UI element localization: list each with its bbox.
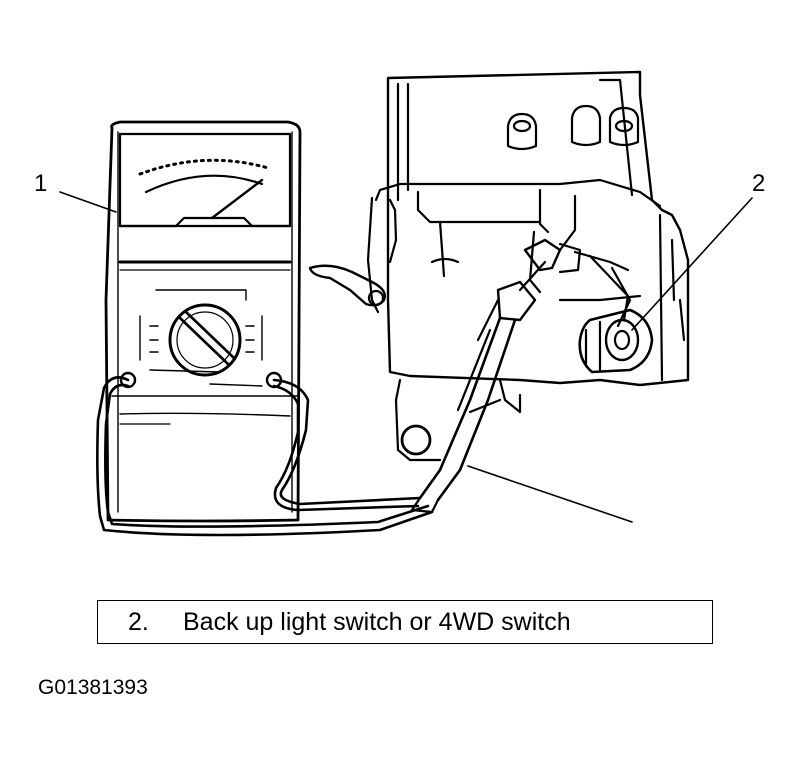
multimeter (59, 120, 302, 523)
transmission-housing (308, 70, 690, 462)
backup-light-switch (578, 308, 654, 374)
test-probe (410, 238, 633, 523)
callout-leader-probe (467, 465, 633, 523)
test-leads (96, 376, 434, 537)
housing-bolt-1 (506, 112, 538, 151)
caption-number: 2. (128, 608, 149, 636)
shift-lever-tab (308, 264, 386, 307)
housing-bolt-2 (570, 104, 602, 147)
callout-leader-2 (631, 197, 753, 331)
meter-needle (210, 178, 264, 220)
mount-hole (400, 424, 432, 456)
caption-box: 2. Back up light switch or 4WD switch (97, 600, 713, 644)
range-selector-dial (168, 303, 242, 377)
meter-display (118, 132, 292, 228)
figure-id: G01381393 (38, 676, 148, 699)
callout-leader-1 (59, 191, 117, 213)
callout-label-2: 2 (752, 170, 766, 197)
housing-bolt-3 (608, 106, 640, 147)
caption-text: Back up light switch or 4WD switch (183, 608, 571, 636)
callout-label-1: 1 (34, 170, 48, 197)
